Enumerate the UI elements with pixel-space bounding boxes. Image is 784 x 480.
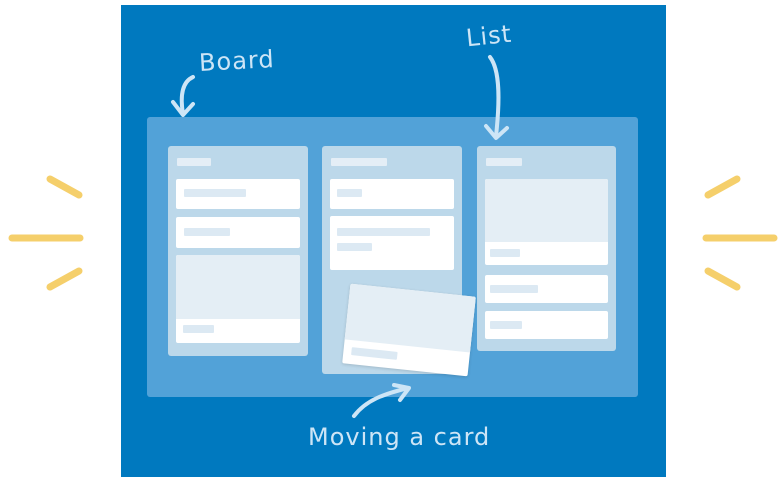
card-cover — [176, 255, 300, 319]
moving-card-label: Moving a card — [308, 423, 491, 451]
card-text — [490, 321, 522, 329]
board-label: Board — [198, 45, 276, 77]
list-label: List — [464, 19, 514, 53]
card-text — [490, 285, 538, 293]
list-3-title — [486, 158, 522, 166]
arrow-list-icon — [488, 55, 501, 138]
card-text — [337, 228, 430, 236]
arrow-board-icon-head — [171, 100, 195, 117]
card-text — [337, 189, 362, 197]
card-text — [337, 243, 372, 251]
arrow-board-icon — [179, 75, 195, 116]
card-text — [184, 228, 230, 236]
card-text — [183, 325, 214, 333]
list-1-title — [177, 158, 211, 166]
card-text — [184, 189, 246, 197]
arrow-moving-card-icon-head — [392, 383, 411, 402]
arrow-moving-card-icon — [352, 386, 410, 418]
card-text — [490, 249, 520, 257]
list-2-title — [331, 158, 387, 166]
card-cover — [485, 179, 608, 242]
arrow-list-icon-head — [484, 124, 509, 140]
